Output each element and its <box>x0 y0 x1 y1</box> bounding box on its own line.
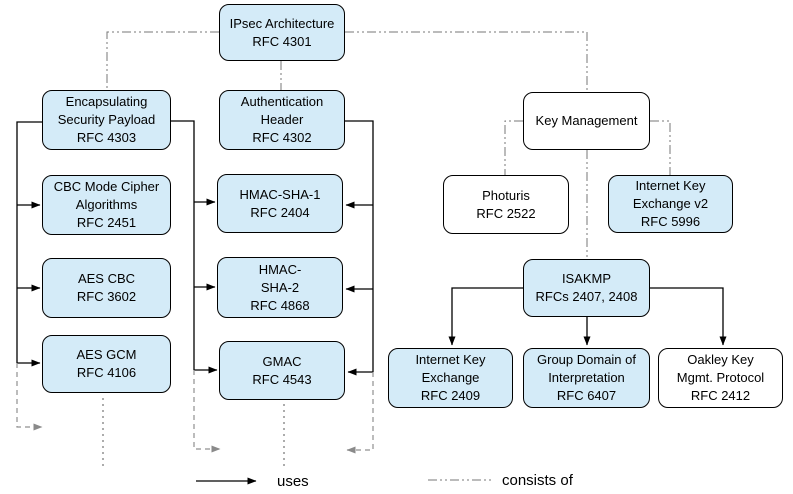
node-label-line: Exchange <box>421 370 480 385</box>
node-isakmp: ISAKMP RFCs 2407, 2408 <box>523 259 650 317</box>
node-label-line: Oakley Key <box>687 352 754 367</box>
edge-km-to-photuris <box>504 120 523 175</box>
node-ipsec-architecture: IPsec Architecture RFC 4301 <box>219 4 345 61</box>
node-hmac-sha1: HMAC-SHA-1 RFC 2404 <box>217 174 343 233</box>
node-label-line: RFC 2404 <box>250 204 310 220</box>
node-oakley: Oakley Key Mgmt. Protocol RFC 2412 <box>658 348 783 408</box>
node-label-line: Key Management <box>535 113 638 128</box>
node-authentication-header: Authentication Header RFC 4302 <box>219 90 345 150</box>
rail-esp-left <box>16 121 42 363</box>
node-label-line: GMAC <box>262 353 302 369</box>
node-label-line: HMAC-SHA-1 <box>239 186 321 202</box>
node-label-line: RFC 2412 <box>690 388 751 403</box>
node-aes-cbc: AES CBC RFC 3602 <box>42 258 171 318</box>
node-esp: Encapsulating Security Payload RFC 4303 <box>42 90 171 150</box>
node-label-line: HMAC- <box>258 261 302 277</box>
node-label-line: Interpretation <box>548 370 625 385</box>
node-label-line: RFC 5996 <box>640 214 701 229</box>
node-label-line: Algorithms <box>75 197 138 212</box>
node-label-line: Encapsulating <box>65 94 148 109</box>
legend-consists-of-label: consists of <box>502 472 573 489</box>
node-label-line: Internet Key <box>415 352 486 367</box>
node-label-line: Mgmt. Protocol <box>676 370 765 385</box>
node-key-management: Key Management <box>523 92 650 150</box>
node-label-line: Internet Key <box>635 178 706 193</box>
node-photuris: Photuris RFC 2522 <box>443 175 569 234</box>
edge-ipsec-to-esp <box>106 31 219 90</box>
arrow-isakmp-to-oakley <box>650 287 727 346</box>
node-label-line: Header <box>260 112 304 127</box>
continuation-esp-right-arrow <box>193 370 221 453</box>
node-label-line: RFC 2409 <box>420 388 481 403</box>
node-label-line: Authentication <box>240 94 324 109</box>
rail-esp-right <box>171 120 195 370</box>
node-label-line: RFC 4301 <box>252 33 312 49</box>
node-label-line: IPsec Architecture <box>229 15 335 31</box>
node-label-line: RFC 6407 <box>556 388 617 403</box>
edge-km-to-ikev2 <box>650 120 671 175</box>
continuation-esp-left-arrow <box>16 363 43 431</box>
node-label-line: AES CBC <box>77 271 136 286</box>
node-label-line: RFC 4303 <box>76 130 137 145</box>
node-label-line: RFC 2451 <box>76 215 137 230</box>
node-ike-v2: Internet Key Exchange v2 RFC 5996 <box>608 175 733 233</box>
node-label-line: Group Domain of <box>537 352 636 367</box>
node-label-line: RFC 4543 <box>252 371 312 387</box>
legend-uses-label: uses <box>277 473 309 490</box>
node-label-line: RFC 4106 <box>76 365 137 380</box>
node-label-line: RFC 2522 <box>476 205 536 221</box>
node-label-line: RFC 4302 <box>252 130 312 145</box>
node-gdoi: Group Domain of Interpretation RFC 6407 <box>523 348 650 408</box>
arrow-isakmp-to-ike <box>448 287 523 346</box>
node-label-line: Photuris <box>482 187 530 203</box>
node-label-line: Security Payload <box>57 112 156 127</box>
node-label-line: AES GCM <box>76 347 137 362</box>
continuation-ah-right-arrow <box>346 372 374 454</box>
node-label-line: RFC 4868 <box>250 297 310 313</box>
node-label-line: Exchange v2 <box>632 196 709 211</box>
node-hmac-sha2: HMAC- SHA-2 RFC 4868 <box>217 257 343 318</box>
node-internet-key-exchange: Internet Key Exchange RFC 2409 <box>388 348 513 408</box>
node-aes-gcm: AES GCM RFC 4106 <box>42 335 171 393</box>
node-label-line: RFC 3602 <box>76 289 137 304</box>
node-label-line: CBC Mode Cipher <box>53 179 160 194</box>
node-label-line: ISAKMP <box>561 271 612 286</box>
node-cbc-mode-cipher: CBC Mode Cipher Algorithms RFC 2451 <box>42 175 171 235</box>
node-gmac: GMAC RFC 4543 <box>219 341 345 400</box>
node-label-line: SHA-2 <box>260 279 300 295</box>
node-label-line: RFCs 2407, 2408 <box>535 289 638 304</box>
rail-ah-right <box>345 120 374 372</box>
edge-ipsec-to-km <box>345 31 588 92</box>
